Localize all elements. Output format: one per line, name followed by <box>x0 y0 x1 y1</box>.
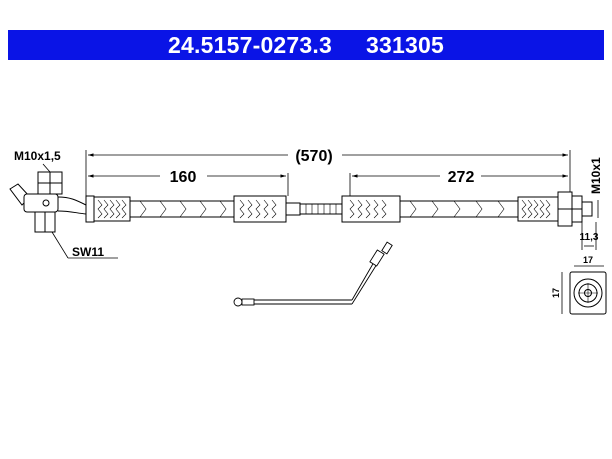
title-bar: 24.5157-0273.3 331305 <box>8 30 604 60</box>
left-thread-label: M10x1,5 <box>14 149 61 163</box>
installed-shape-sketch <box>233 241 393 307</box>
hex-cross-section <box>561 265 607 315</box>
left-leaders <box>42 163 118 259</box>
total-length-label: (570) <box>295 148 332 165</box>
dimension-lines <box>85 150 571 196</box>
right-length-label: 272 <box>448 169 475 186</box>
hose-body <box>85 191 593 227</box>
left-length-label: 160 <box>170 169 197 186</box>
right-thread-label: M10x1 <box>589 157 603 194</box>
wrench-size-label: SW11 <box>72 245 104 259</box>
fitting-width-label: 11,3 <box>580 232 599 243</box>
left-banjo-fitting <box>9 171 87 233</box>
section-height-label: 17 <box>551 288 561 298</box>
part-number: 24.5157-0273.3 <box>168 31 332 58</box>
reference-number: 331305 <box>366 31 444 58</box>
right-fitting-dims <box>581 200 599 250</box>
section-width-label: 17 <box>583 255 593 265</box>
